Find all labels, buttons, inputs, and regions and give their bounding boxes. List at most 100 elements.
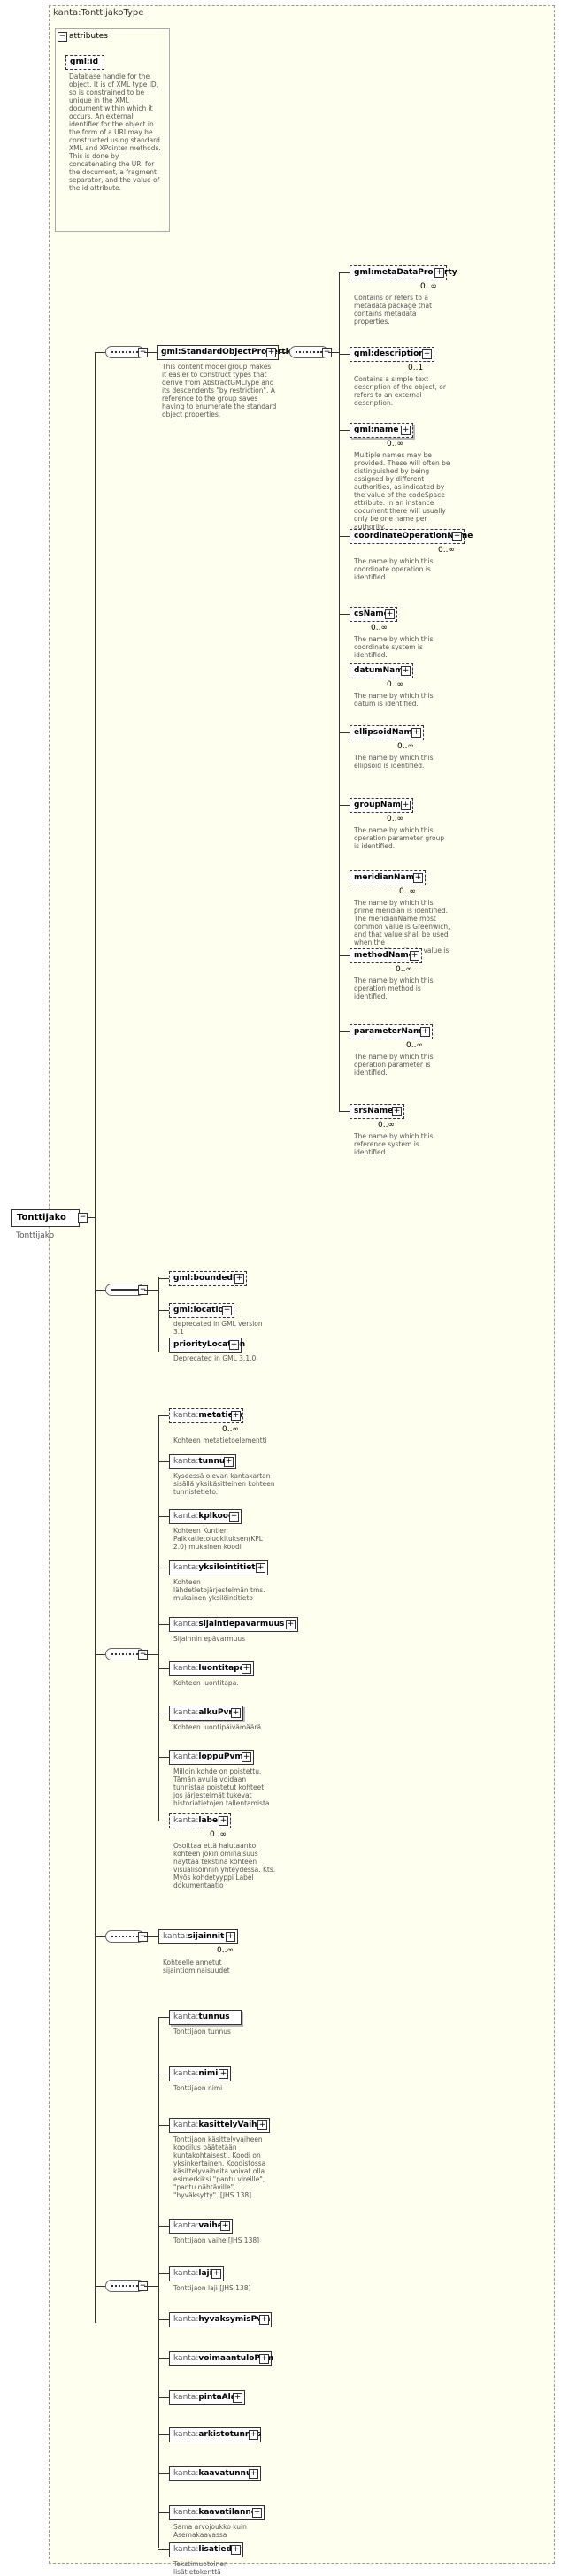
kanta-item-2[interactable]: kanta:kplkoodi+ [169,1509,242,1524]
expand-icon[interactable]: + [219,1816,228,1826]
tonttijako-item-2[interactable]: kanta:kasittelyVaihe+ [169,2118,270,2133]
tonttijako-item-11[interactable]: kanta:lisatiedot+ [169,2542,243,2557]
attributes-header: attributes [69,32,108,41]
expand-icon[interactable]: + [231,2545,241,2555]
tonttijako-item-7[interactable]: kanta:pintaAla+ [169,2390,245,2405]
kanta-item-desc-2: Kohteen Kuntien Paikkatietoluokituksen(K… [173,1527,263,1551]
expand-icon[interactable]: + [392,1107,402,1116]
standard-item-card-0: 0..∞ [420,282,437,291]
tonttijako-item-3[interactable]: kanta:vaihe+ [169,2219,233,2234]
kanta-item-0[interactable]: kanta:metatieto+ [169,1408,243,1423]
kanta-item-card-8: 0..∞ [210,1830,227,1839]
element-name: gml:location [173,1306,230,1315]
connector-line [339,732,350,733]
expand-icon[interactable]: + [259,2315,269,2325]
standard-item-1[interactable]: gml:description+ [350,347,434,362]
standard-item-9[interactable]: methodName+ [350,948,422,963]
expand-icon[interactable]: + [220,2221,230,2231]
expand-icon[interactable]: + [229,1340,239,1350]
standard-item-4[interactable]: csName+ [350,607,397,622]
expand-icon[interactable]: + [401,801,411,810]
expand-icon[interactable]: + [420,1027,430,1037]
expand-icon[interactable]: + [231,1708,241,1718]
kanta-item-6[interactable]: kanta:alkuPvm+ [169,1706,243,1721]
gml-item-2[interactable]: priorityLocation+ [169,1338,245,1353]
expand-icon[interactable]: + [252,2508,262,2518]
connector-line [158,2017,159,2548]
tonttijako-item-10[interactable]: kanta:kaavatilanne+ [169,2505,265,2520]
expand-icon[interactable]: + [259,2354,269,2364]
standard-item-5[interactable]: datumName+ [350,663,413,678]
expand-icon[interactable]: + [234,1274,244,1284]
expand-icon[interactable]: + [266,348,276,357]
expand-icon[interactable]: + [233,2393,242,2403]
attribute-gml-id[interactable]: gml:id [65,55,104,70]
expand-icon[interactable]: + [211,2269,221,2279]
root-element[interactable]: Tonttijako [11,1209,80,1227]
standard-item-7[interactable]: groupName+ [350,798,413,813]
connector-line [158,1415,159,1821]
kanta-item-5[interactable]: kanta:luontitapa+ [169,1661,254,1676]
expand-icon[interactable]: + [226,1932,235,1942]
tonttijako-item-5[interactable]: kanta:hyvaksymisPvm+ [169,2312,272,2327]
expand-icon[interactable]: + [410,951,419,961]
expand-icon[interactable]: + [286,1620,296,1629]
standard-item-8[interactable]: meridianName+ [350,870,426,886]
expand-icon[interactable]: + [401,666,411,676]
expand-icon[interactable]: + [452,532,462,541]
tonttijako-item-4[interactable]: kanta:laji+ [169,2266,224,2281]
standard-item-3[interactable]: coordinateOperationName+ [350,529,473,544]
kanta-item-8[interactable]: kanta:labelit+ [169,1813,231,1828]
tonttijako-item-6[interactable]: kanta:voimaantuloPvm+ [169,2351,273,2366]
element-name: kasittelyVaihe [198,2120,263,2129]
expand-icon[interactable]: + [242,1664,251,1674]
expand-icon[interactable]: + [219,2069,228,2079]
namespace-prefix: kanta: [173,2393,199,2402]
expand-icon[interactable]: + [229,1512,239,1522]
expand-icon[interactable]: + [411,728,421,738]
standard-item-card-5: 0..∞ [387,680,403,689]
expand-icon[interactable]: + [231,1411,241,1421]
element-name: kplkoodi [198,1512,237,1521]
expand-icon[interactable]: + [422,349,432,359]
tonttijako-item-8[interactable]: kanta:arkistotunnus+ [169,2427,261,2442]
expand-icon[interactable]: + [434,268,444,278]
tonttijako-item-0[interactable]: kanta:tunnus [169,2010,242,2025]
element-name: sijainnit [188,1932,225,1941]
expand-icon[interactable]: + [401,426,411,435]
expand-icon[interactable]: + [222,1306,232,1315]
kanta-item-7[interactable]: kanta:loppuPvm+ [169,1750,254,1765]
collapse-attributes-icon[interactable]: − [58,32,67,42]
kanta-item-4[interactable]: kanta:sijaintiepavarmuus+ [169,1617,298,1632]
gml-item-0[interactable]: gml:boundedBy+ [169,1271,247,1286]
collapse-root-icon[interactable]: − [78,1213,88,1223]
namespace-prefix: kanta: [173,2430,199,2439]
standard-item-10[interactable]: parameterName+ [350,1024,433,1039]
standard-item-6[interactable]: ellipsoidName+ [350,725,424,740]
standard-item-2[interactable]: gml:name+ [350,423,413,438]
expand-icon[interactable]: + [257,2120,267,2130]
sijainnit-element[interactable]: kanta:sijainnit+ [158,1929,238,1944]
connector-line [158,2017,169,2018]
expand-icon[interactable]: + [224,1457,234,1467]
expand-icon[interactable]: + [256,1563,265,1573]
connector-line [279,352,289,353]
namespace-prefix: kanta: [173,2469,199,2478]
tonttijako-item-1[interactable]: kanta:nimi+ [169,2066,231,2082]
group-standard-object-properties[interactable]: gml:StandardObjectProperties+ [157,345,298,360]
connector-line [158,2473,169,2474]
expand-icon[interactable]: + [385,610,395,619]
kanta-item-3[interactable]: kanta:yksilointitieto+ [169,1560,268,1576]
standard-item-0[interactable]: gml:metaDataProperty+ [350,265,457,280]
standard-item-11[interactable]: srsName+ [350,1104,404,1119]
expand-icon[interactable]: + [249,2430,258,2440]
kanta-item-1[interactable]: kanta:tunnus+ [169,1454,236,1469]
expand-icon[interactable]: + [249,2469,258,2479]
expand-icon[interactable]: + [413,873,423,883]
namespace-prefix: kanta: [173,2269,199,2278]
connector-line [95,1290,105,1291]
gml-item-1[interactable]: gml:location+ [169,1303,234,1318]
tonttijako-item-9[interactable]: kanta:kaavatunnus+ [169,2466,261,2481]
element-name: coordinateOperationName [354,532,473,540]
expand-icon[interactable]: + [242,1752,251,1762]
